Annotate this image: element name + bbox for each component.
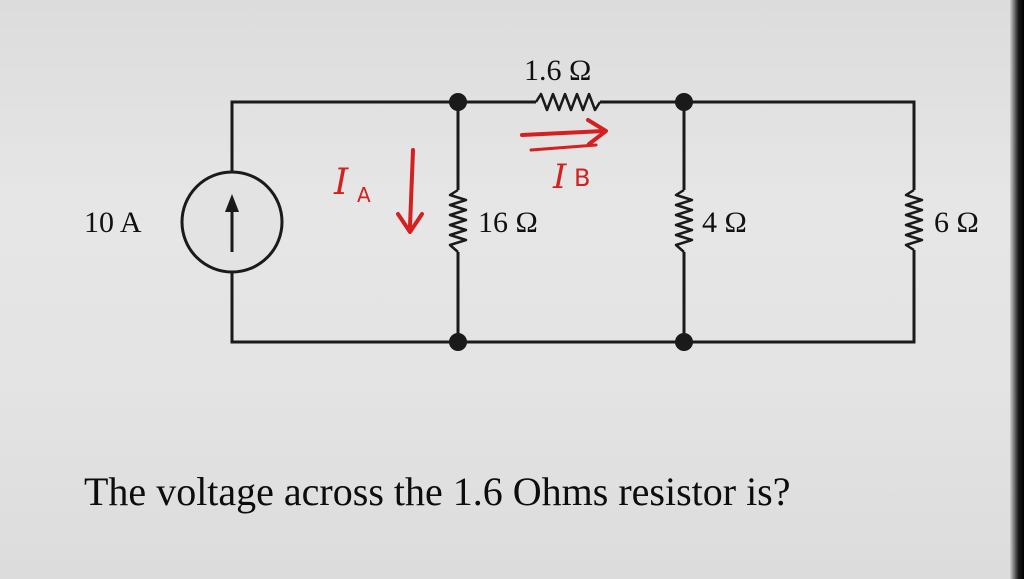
ib-arrow-head (586, 118, 608, 146)
question-text: The voltage across the 1.6 Ohms resistor… (84, 469, 791, 514)
dark-edge (1010, 0, 1024, 579)
resistor-16 (448, 188, 468, 253)
wire-top-left (230, 100, 458, 172)
handwritten-annotations (396, 118, 608, 234)
resistor-6 (904, 188, 924, 252)
resistor-1-6 (534, 92, 602, 112)
ib-arrow-shaft (520, 129, 606, 137)
ib-underline (529, 143, 598, 152)
node-top-left (449, 93, 467, 111)
resistor-top-label: 1.6 Ω (524, 54, 591, 87)
node-bottom-right (675, 333, 693, 351)
node-top-right (675, 93, 693, 111)
circuit-wires (230, 100, 916, 344)
current-source (180, 170, 284, 274)
annotation-ia-subscript: A (357, 183, 371, 207)
ia-arrow-head (396, 212, 424, 234)
page-lower-band (0, 372, 1024, 579)
wire-bottom-left (230, 272, 458, 344)
resistor-6-label: 6 Ω (934, 206, 979, 239)
wire-top-right (684, 100, 916, 190)
node-bottom-left (449, 333, 467, 351)
annotation-ib-letter: I (552, 157, 567, 197)
source-label: 10 A (84, 206, 142, 239)
ia-arrow-shaft (408, 148, 415, 228)
junction-nodes (449, 93, 693, 351)
resistor-4 (674, 188, 694, 253)
current-source-arrow-icon (225, 194, 239, 212)
annotation-ia-letter: I (333, 162, 349, 203)
annotation-ib-subscript: B (574, 164, 590, 192)
resistor-4-label: 4 Ω (702, 206, 747, 239)
resistor-16-label: 16 Ω (478, 206, 538, 239)
wire-bottom-right (684, 250, 916, 344)
